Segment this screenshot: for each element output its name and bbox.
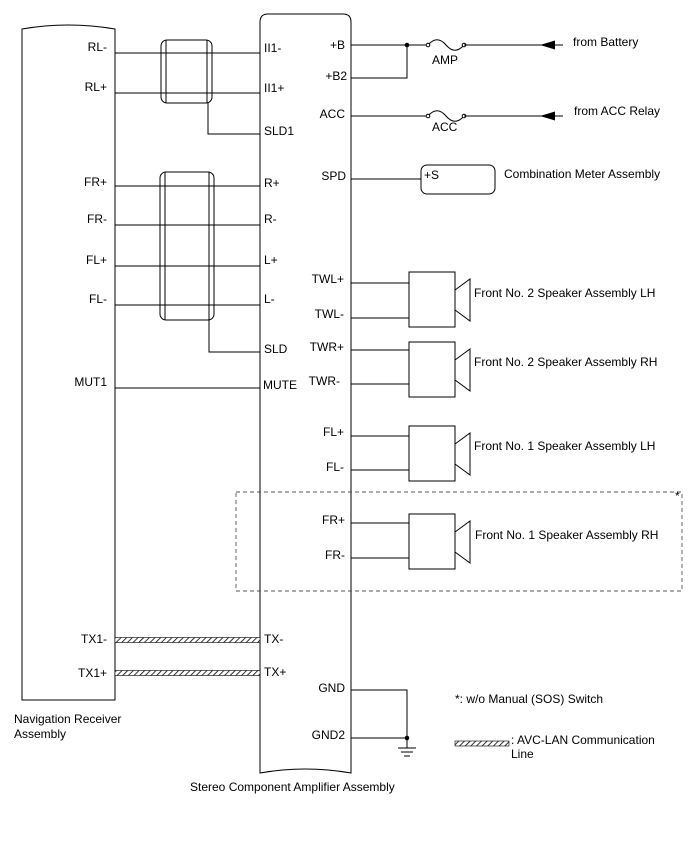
amp-pin-l-minus: L- — [264, 292, 275, 306]
ground-connection — [351, 689, 416, 757]
amp-pin-ii1-plus: II1+ — [264, 81, 284, 95]
shield-sld1 — [160, 39, 260, 135]
signal-wires — [115, 52, 260, 389]
amp-pin-gnd2: GND2 — [312, 728, 346, 742]
amp-pin-b: +B — [330, 38, 345, 52]
acc-fuse-label: ACC — [432, 120, 458, 134]
amp-pin-tx-minus: TX- — [264, 632, 283, 646]
nav-pin-rl-plus: RL+ — [85, 80, 107, 94]
speaker-front1-rh-label: Front No. 1 Speaker Assembly RH — [475, 528, 658, 542]
speaker-front1-lh-label: Front No. 1 Speaker Assembly LH — [474, 439, 655, 453]
nav-pin-tx1-plus: TX1+ — [78, 666, 107, 680]
nav-pin-rl-minus: RL- — [88, 40, 107, 54]
amp-pin-l-plus: L+ — [264, 253, 278, 267]
speaker-cone-icon — [454, 348, 471, 392]
combination-meter-connector — [420, 164, 496, 195]
amp-pin-fl-minus: FL- — [326, 460, 344, 474]
acc-supply — [351, 110, 563, 122]
battery-supply — [351, 39, 563, 79]
shield-sld — [159, 171, 260, 353]
avc-lan-legend-label-1: : AVC-LAN Communication — [511, 733, 655, 747]
nav-pin-fl-minus: FL- — [89, 292, 107, 306]
speaker-front2-lh — [351, 271, 471, 328]
nav-pin-fl-plus: FL+ — [86, 253, 107, 267]
amp-fuse-label: AMP — [432, 53, 458, 67]
amp-pin-r-plus: R+ — [264, 176, 280, 190]
navigation-receiver-label-1: Navigation Receiver — [14, 712, 121, 726]
nav-pin-fr-plus: FR+ — [84, 175, 107, 189]
battery-arrow-icon — [540, 40, 555, 50]
speaker-front2-lh-label: Front No. 2 Speaker Assembly LH — [474, 286, 655, 300]
acc-fuse-symbol — [427, 110, 465, 122]
amp-pin-fr-minus: FR- — [325, 548, 345, 562]
from-acc-relay-label: from ACC Relay — [574, 104, 660, 118]
nav-pin-mut1: MUT1 — [74, 375, 107, 389]
ground-icon — [398, 747, 416, 757]
amp-pin-gnd: GND — [318, 681, 345, 695]
asterisk-mark: * — [675, 489, 680, 503]
combination-meter-label: Combination Meter Assembly — [504, 167, 660, 181]
note-wo-switch: *: w/o Manual (SOS) Switch — [455, 692, 603, 706]
avc-lan-legend-label-2: Line — [511, 747, 534, 761]
amp-pin-fl-plus: FL+ — [323, 425, 344, 439]
amp-pin-acc: ACC — [320, 107, 346, 121]
meter-terminal-label: +S — [424, 168, 439, 182]
navigation-receiver-body — [21, 24, 116, 701]
speaker-front2-rh — [351, 341, 471, 398]
speaker-cone-icon — [454, 520, 471, 564]
amplifier-body — [259, 13, 352, 774]
amp-pin-twl-minus: TWL- — [315, 307, 344, 321]
nav-pin-tx1-minus: TX1- — [81, 632, 107, 646]
amp-pin-ii1-minus: II1- — [264, 41, 281, 55]
amp-pin-fr-plus: FR+ — [322, 513, 345, 527]
speaker-cone-icon — [454, 432, 471, 476]
amp-pin-tx-plus: TX+ — [264, 665, 286, 679]
amp-pin-sld: SLD — [264, 342, 288, 356]
amp-fuse-symbol — [427, 39, 465, 51]
from-battery-label: from Battery — [573, 35, 638, 49]
avc-lan-legend-swatch — [454, 740, 510, 747]
amp-pin-b2: +B2 — [325, 69, 347, 83]
speaker-front1-lh — [351, 425, 471, 482]
avc-lan-line-tx-minus — [114, 637, 261, 643]
speaker-front2-rh-label: Front No. 2 Speaker Assembly RH — [474, 355, 657, 369]
speaker-cone-icon — [454, 278, 471, 322]
amp-pin-twr-plus: TWR+ — [310, 340, 344, 354]
navigation-receiver-label-2: Assembly — [14, 727, 66, 741]
nav-pin-fr-minus: FR- — [87, 212, 107, 226]
acc-relay-arrow-icon — [540, 111, 555, 121]
amp-pin-r-minus: R- — [264, 212, 277, 226]
speaker-front1-rh — [351, 513, 471, 570]
avc-lan-line-tx-plus — [114, 670, 261, 676]
amp-pin-twl-plus: TWL+ — [312, 272, 344, 286]
amp-pin-twr-minus: TWR- — [309, 374, 340, 388]
amp-pin-sld1: SLD1 — [264, 124, 294, 138]
amp-pin-spd: SPD — [321, 169, 346, 183]
amp-pin-mute: MUTE — [263, 378, 297, 392]
amplifier-label: Stereo Component Amplifier Assembly — [190, 780, 395, 794]
